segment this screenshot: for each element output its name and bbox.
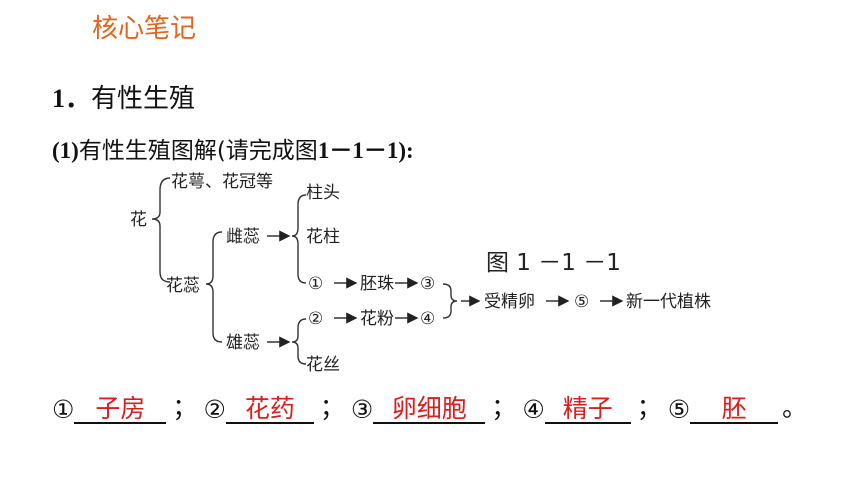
answer-marker-5: ⑤ [667, 395, 691, 424]
answer-blank-3: 卵细胞 [373, 390, 486, 424]
node-blank-3: ③ [420, 274, 435, 294]
node-filament: 花丝 [306, 355, 340, 375]
subheading-figure-ref: 1－1－1 [317, 138, 399, 163]
node-blank-4: ④ [420, 309, 435, 329]
heading: 1．有性生殖 [52, 78, 195, 115]
section-title: 核心笔记 [92, 14, 197, 44]
answer-marker-3: ③ [350, 395, 374, 424]
answer-separator-1: ； [172, 393, 198, 422]
node-blank-2: ② [308, 309, 323, 329]
answer-blank-5: 胚 [690, 390, 779, 424]
answer-marker-1: ① [52, 395, 75, 424]
answer-marker-2: ② [203, 395, 226, 424]
answer-separator-4: ； [636, 393, 662, 422]
node-zygote: 受精卵 [484, 292, 535, 312]
answer-text-4: 精子 [562, 394, 613, 423]
node-pistil: 雌蕊 [226, 227, 260, 247]
answer-text-2: 花药 [244, 394, 295, 423]
answer-separator-5: 。 [782, 393, 808, 422]
node-pollen: 花粉 [360, 309, 394, 329]
node-style: 花柱 [306, 227, 340, 247]
node-blank-1: ① [308, 274, 323, 294]
subheading: (1)有性生殖图解(请完成图1－1－1): [52, 131, 414, 165]
answer-text-3: 卵细胞 [391, 394, 467, 423]
subheading-prefix: (1) [52, 138, 79, 163]
answer-text-1: 子房 [95, 394, 146, 423]
node-flower: 花 [130, 210, 147, 230]
answer-blank-2: 花药 [225, 390, 314, 424]
figure-caption: 图 1 －1 －1 [486, 250, 621, 276]
node-stigma: 柱头 [306, 183, 340, 203]
heading-text: 有性生殖 [91, 84, 196, 114]
subheading-suffix: ): [398, 138, 414, 163]
answer-separator-3: ； [491, 393, 517, 422]
answer-blank-1: 子房 [74, 390, 167, 424]
node-new-plant: 新一代植株 [626, 292, 711, 312]
node-blank-5: ⑤ [574, 292, 589, 312]
node-stamens-pistils: 花蕊 [166, 276, 200, 296]
answer-marker-4: ④ [522, 395, 545, 424]
heading-number: 1． [52, 84, 92, 113]
answer-separator-2: ； [319, 393, 345, 422]
node-ovule: 胚珠 [360, 274, 394, 294]
node-stamen: 雄蕊 [226, 333, 260, 353]
answer-text-5: 胚 [721, 394, 747, 423]
answer-blank-4: 精子 [544, 390, 631, 424]
subheading-text: 有性生殖图解(请完成图 [78, 138, 318, 164]
node-sepals-petals: 花萼、花冠等 [171, 172, 273, 192]
